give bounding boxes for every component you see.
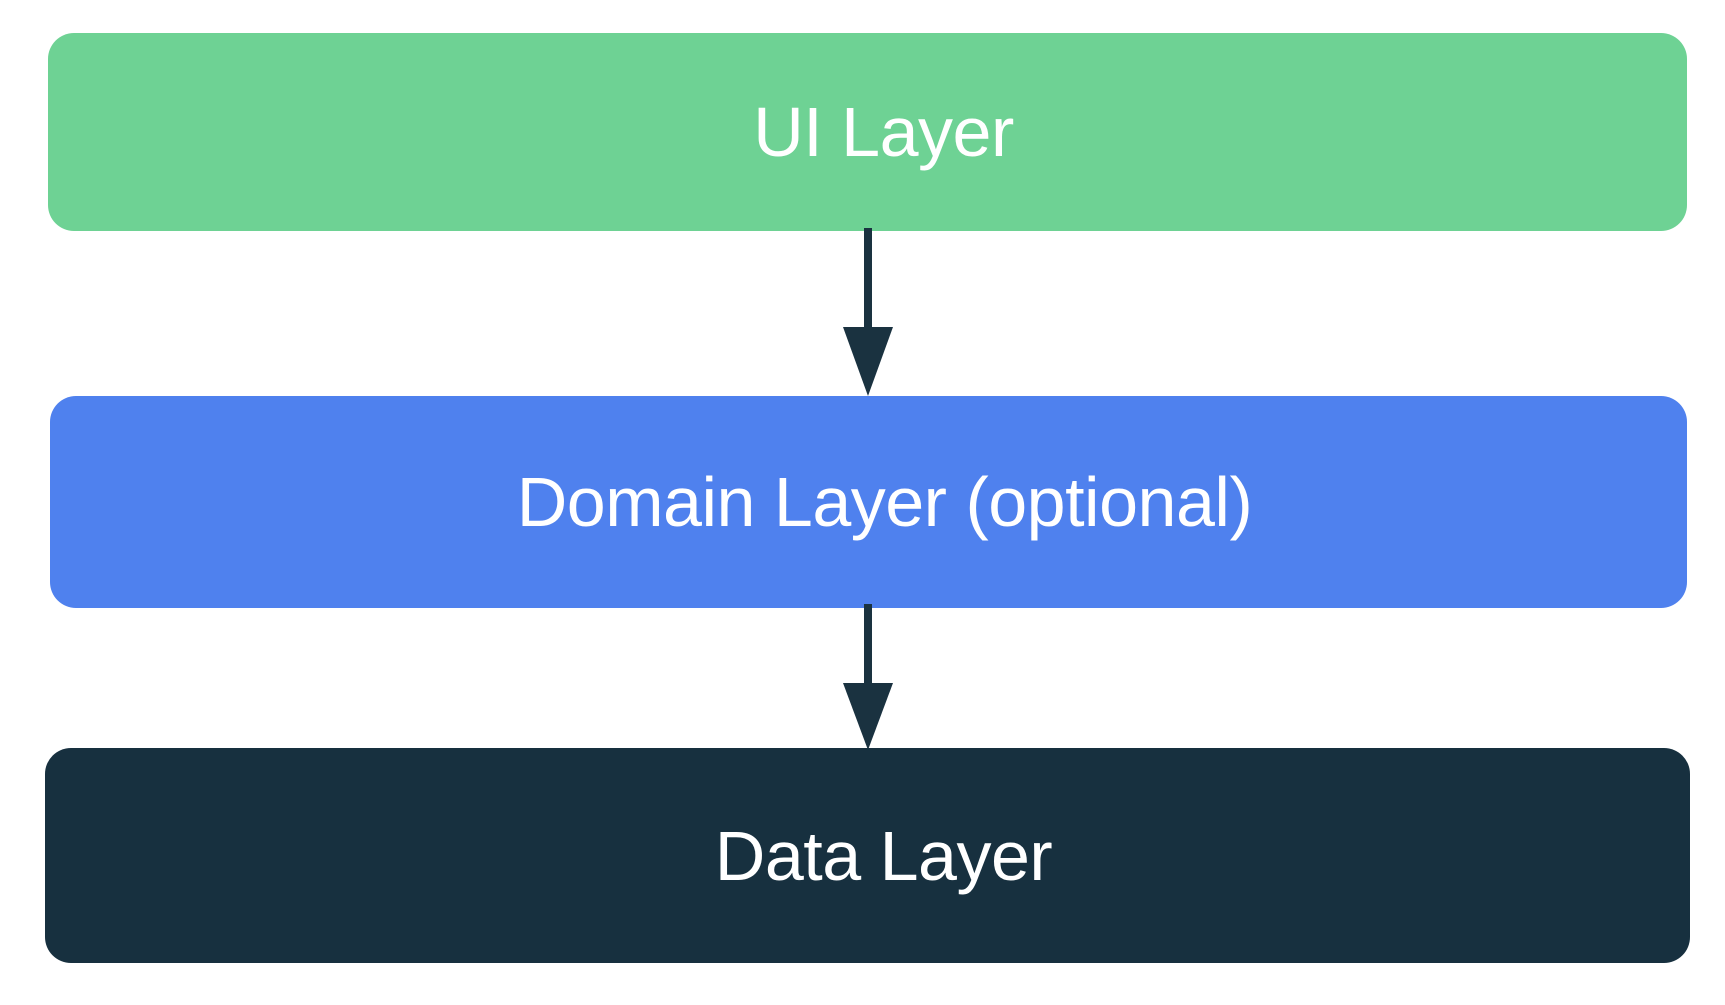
- ui-layer-label: UI Layer: [753, 93, 1014, 171]
- data-layer-box[interactable]: Data Layer: [45, 748, 1690, 963]
- arrow-domain-to-data-icon: [843, 604, 893, 750]
- ui-layer-box[interactable]: UI Layer: [48, 33, 1687, 231]
- data-layer-label: Data Layer: [714, 816, 1053, 895]
- arrow-ui-to-domain-icon: [843, 228, 893, 396]
- domain-layer-label: Domain Layer (optional): [516, 463, 1253, 541]
- domain-layer-box[interactable]: Domain Layer (optional): [50, 396, 1687, 608]
